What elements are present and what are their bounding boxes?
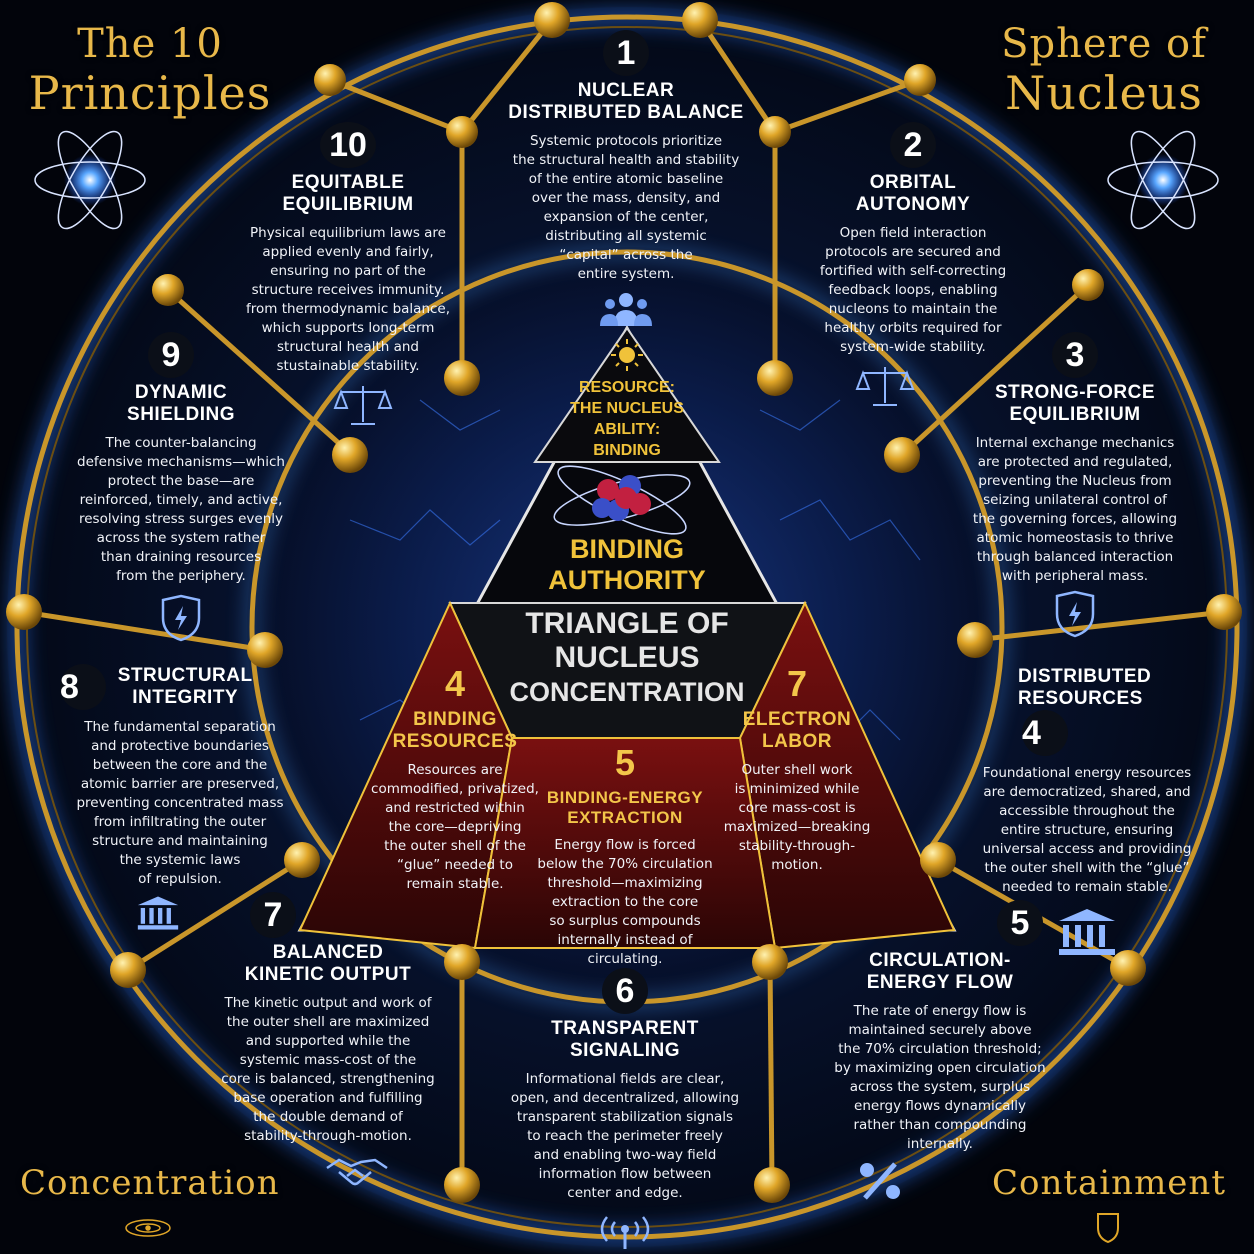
- triangle-apex-label: Resource:The NucleusAbility:Binding: [570, 379, 684, 459]
- principle-number: 10: [320, 122, 376, 168]
- signal-icon: [600, 1216, 650, 1249]
- principle-number: 1: [603, 30, 649, 76]
- principle-title: NuclearDistributed Balance: [508, 80, 744, 123]
- shield-emblem-icon: [1097, 1213, 1119, 1244]
- label-containment: Containment: [991, 1163, 1226, 1203]
- principle-9: 9 DynamicShielding The counter-balancing…: [58, 332, 304, 642]
- section-title: ElectronLabor: [742, 709, 852, 752]
- handshake-icon: [326, 1158, 388, 1186]
- principle-1: 1 NuclearDistributed Balance Systemic pr…: [500, 30, 752, 330]
- gold-nodes: [6, 2, 1242, 1203]
- principle-number: 8: [60, 664, 106, 710]
- section-title: BindingResources: [392, 709, 518, 752]
- principle-number: 5: [997, 900, 1043, 946]
- scales-icon: [333, 386, 393, 425]
- title-the-10-principles: The 10 Principles: [0, 24, 300, 116]
- principle-number: 3: [1052, 332, 1098, 378]
- principle-title: BalancedKinetic Output: [244, 942, 412, 985]
- principle-body: Informational fields are clear,open, and…: [510, 1071, 740, 1201]
- principle-number: 7: [250, 892, 296, 938]
- principle-5: 5 Circulation-Energy Flow The rate of en…: [820, 900, 1060, 1202]
- atom-icon-left: [34, 130, 146, 230]
- principle-title: DistributedResources 4: [972, 666, 1202, 756]
- section-number: 4: [444, 663, 466, 704]
- principle-8: 8 StructuralIntegrity The fundamental se…: [60, 660, 300, 931]
- principle-7: 7 BalancedKinetic Output The kinetic out…: [205, 892, 451, 1192]
- triangle-section-4: 4 BindingResources Resources arecommodif…: [360, 663, 550, 894]
- atom-icon-right: [1107, 130, 1219, 230]
- scales-icon: [855, 367, 915, 406]
- principle-6: 6 TransparentSignaling Informational fie…: [505, 968, 745, 1249]
- nucleus-atom-icon: [553, 465, 691, 535]
- title-line-2: Nucleus: [1005, 66, 1203, 120]
- principle-3: 3 Strong-ForceEquilibrium Internal excha…: [955, 332, 1195, 638]
- principle-number: 4: [1022, 710, 1068, 756]
- principle-number: 9: [148, 332, 194, 378]
- principle-10: 10 EquitableEquilibrium Physical equilib…: [228, 122, 468, 428]
- title-line-2: Principles: [28, 66, 272, 120]
- principle-title: 8 StructuralIntegrity: [60, 664, 253, 710]
- triangle-section-5: 5 Binding-EnergyExtraction Energy flow i…: [522, 742, 728, 969]
- principle-2: 2 OrbitalAutonomy Open field interaction…: [795, 122, 1031, 409]
- principle-number: 2: [890, 122, 936, 168]
- principle-title: EquitableEquilibrium: [282, 172, 414, 215]
- spiral-icon: [125, 1219, 171, 1237]
- sun-icon: [611, 339, 643, 371]
- percent-icon: [860, 1162, 900, 1200]
- title-sphere-of-nucleus: Sphere of Nucleus: [954, 24, 1254, 116]
- institution-icon: [137, 896, 179, 930]
- principle-title: Circulation-Energy Flow: [866, 950, 1014, 993]
- title-line-1: Sphere of: [1001, 21, 1207, 67]
- principle-title: DynamicShielding: [127, 382, 235, 425]
- section-number: 5: [614, 742, 636, 783]
- shield-icon: [161, 594, 201, 642]
- label-concentration: Concentration: [20, 1163, 280, 1203]
- binding-authority-label: BindingAuthority: [548, 534, 706, 595]
- principle-number: 6: [602, 968, 648, 1014]
- institution-icon: [1059, 909, 1115, 955]
- people-icon: [600, 293, 652, 326]
- triangle-of-nucleus: [297, 324, 957, 950]
- principle-title: TransparentSignaling: [551, 1018, 699, 1061]
- section-number: 7: [786, 663, 808, 704]
- principle-title: OrbitalAutonomy: [855, 172, 971, 215]
- principle-title: Strong-ForceEquilibrium: [994, 382, 1156, 425]
- shield-icon: [1055, 590, 1095, 638]
- principle-4: DistributedResources 4 Foundational ener…: [972, 662, 1202, 957]
- section-title: Binding-EnergyExtraction: [546, 788, 704, 827]
- title-line-1: The 10: [77, 21, 223, 67]
